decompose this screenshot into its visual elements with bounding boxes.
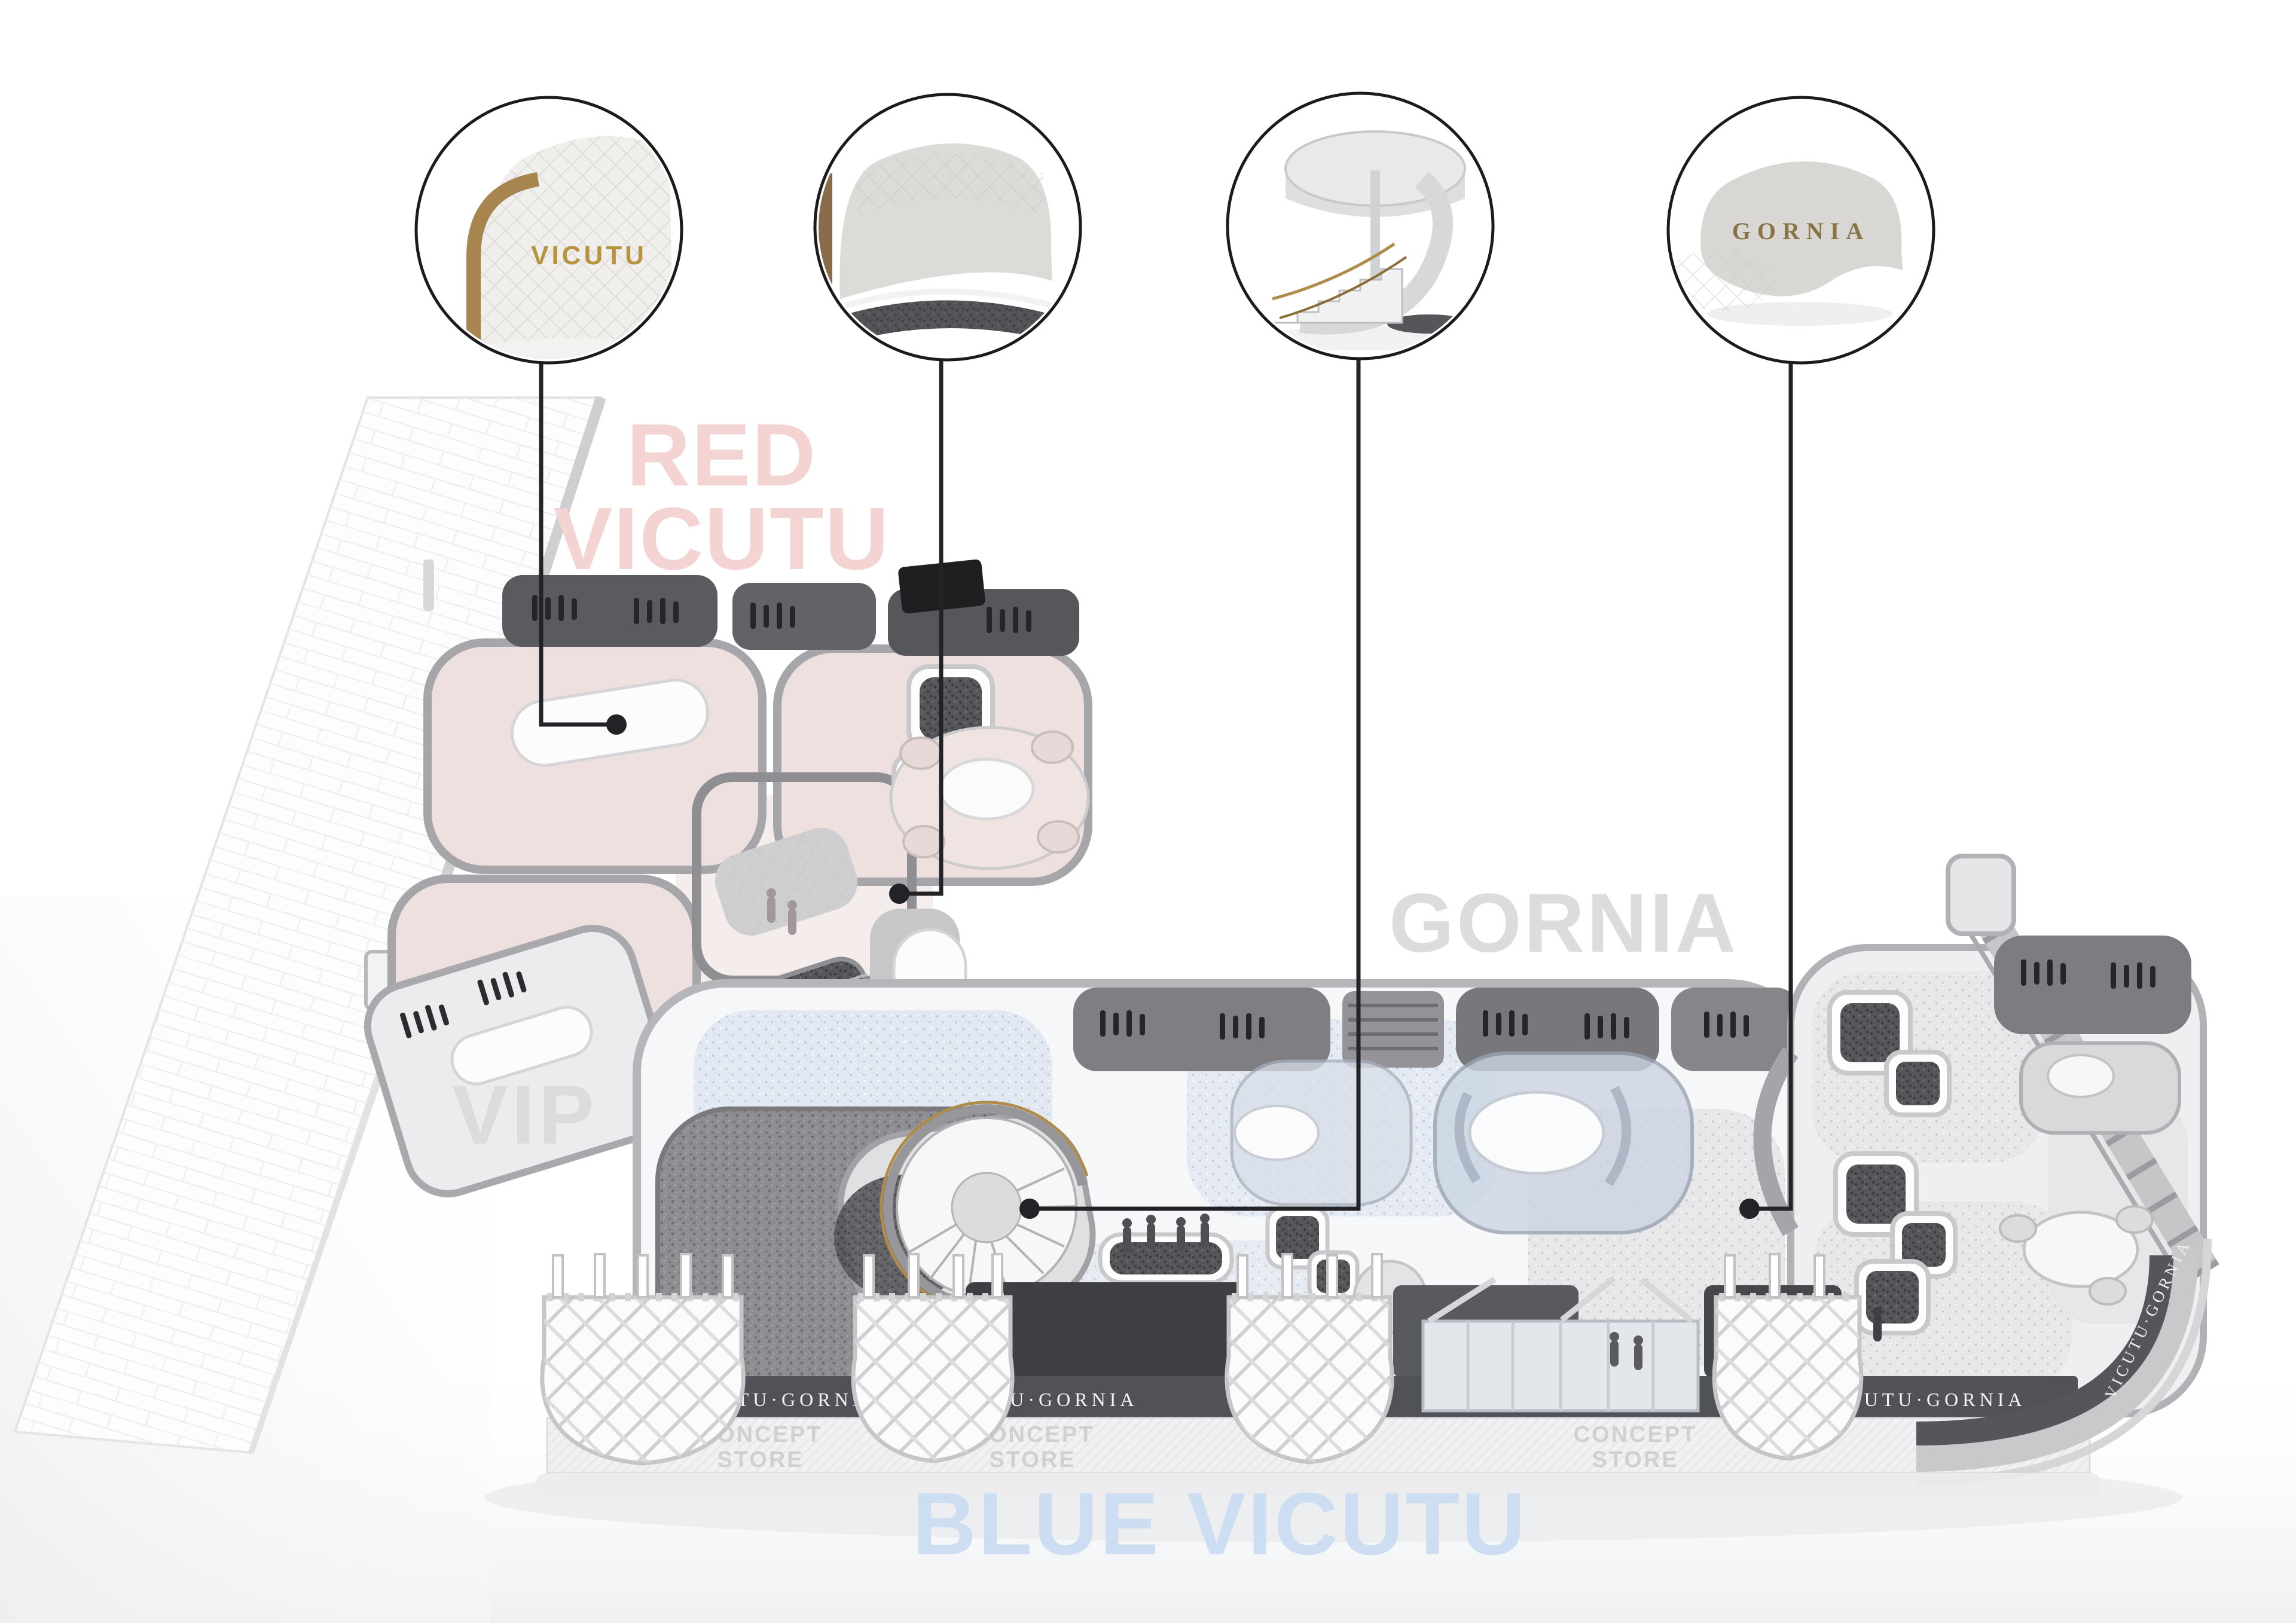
planter-fill bbox=[920, 677, 982, 739]
concept-line2: STORE bbox=[989, 1447, 1076, 1472]
round-table bbox=[2022, 1211, 2139, 1288]
gornia-bronze-sign: GORNIA bbox=[1732, 218, 1870, 244]
red-vicutu-label-line2: VICUTU bbox=[554, 490, 890, 588]
vicutu-gold-sign: VICUTU bbox=[531, 241, 647, 270]
lounge-table bbox=[938, 757, 1035, 821]
sidewalk bbox=[535, 1473, 2102, 1496]
gornia-carpet-2 bbox=[1815, 1202, 2072, 1393]
zone-labels: RED VICUTU GORNIA VIP BLUE VICUTU bbox=[452, 406, 1738, 1573]
entrance bbox=[1421, 1276, 1700, 1413]
lattice-bays bbox=[540, 1253, 1864, 1466]
leader-line-4 bbox=[1752, 360, 1793, 1211]
vip-label: VIP bbox=[452, 1068, 598, 1162]
fitting-room-dark bbox=[966, 1282, 1247, 1378]
gornia-zone bbox=[1753, 854, 2219, 1417]
leader-lines bbox=[539, 356, 1793, 1211]
seating-pod bbox=[1230, 1059, 1413, 1206]
blue-vicutu-label: BLUE VICUTU bbox=[912, 1475, 1527, 1573]
leader-dot-2 bbox=[889, 884, 909, 904]
concept-store-embossing: CONCEPT STORE CONCEPT STORE CONCEPT STOR… bbox=[699, 1422, 1697, 1472]
concept-line1: CONCEPT bbox=[1574, 1422, 1697, 1447]
leader-dots bbox=[606, 714, 1760, 1219]
wall-end-cap bbox=[1946, 854, 2016, 936]
gornia-label: GORNIA bbox=[1389, 876, 1738, 970]
gornia-left-wall-arc bbox=[1753, 1047, 1799, 1236]
leader-dot-3 bbox=[1019, 1199, 1040, 1219]
leader-line-3 bbox=[1032, 356, 1361, 1211]
leader-dot-1 bbox=[606, 714, 627, 735]
gornia-sign-wall-icon: GORNIA bbox=[1672, 161, 1903, 326]
concept-line2: STORE bbox=[1592, 1447, 1678, 1472]
leader-line-1 bbox=[539, 362, 615, 727]
leader-dot-4 bbox=[1739, 1199, 1760, 1219]
gornia-wardrobe bbox=[1994, 936, 2191, 1034]
red-wardrobe-band bbox=[502, 559, 1079, 656]
gornia-planter-clusters bbox=[1827, 990, 1958, 1335]
red-vicutu-label-line1: RED bbox=[627, 406, 817, 505]
blue-zone-furniture bbox=[1098, 1052, 1694, 1444]
blue-wardrobe-band bbox=[1073, 988, 1800, 1071]
leader-line-2 bbox=[902, 359, 944, 896]
walkway-column bbox=[423, 560, 434, 611]
sculpted-wall-icon bbox=[819, 143, 1071, 348]
concept-line2: STORE bbox=[717, 1447, 804, 1472]
storefront: VICUTU·GORNIA VICUTU·GORNIA VICUTU·GORNI… bbox=[535, 1236, 2212, 1496]
